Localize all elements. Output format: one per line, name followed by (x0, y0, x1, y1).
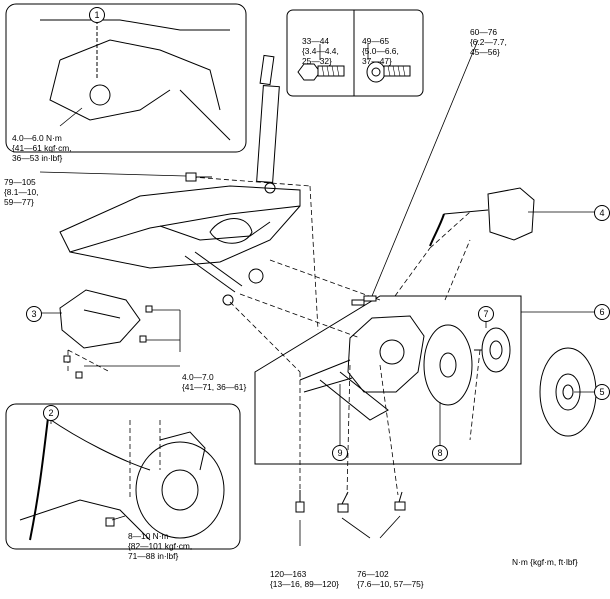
callout-9: 9 (332, 445, 348, 461)
knuckle-assembly-frame (254, 295, 522, 465)
callout-5: 5 (594, 384, 610, 400)
torque-splash-shield: 4.0—7.0{41—71, 36—61} (182, 372, 247, 392)
callout-1: 1 (89, 7, 105, 23)
bolt-icon-hex (297, 63, 345, 81)
torque-inset-1: 4.0—6.0 N·m{41—61 kgf·cm,36—53 in·lbf} (12, 133, 72, 163)
splash-shield (59, 289, 141, 349)
wheel-hub (474, 327, 511, 373)
inset-2-frame (5, 403, 241, 550)
bolt-trailing-arm (295, 490, 305, 513)
bolt-crossmember (185, 172, 212, 182)
torque-box-right: 49—65{5.0—6.6,37—47} (362, 36, 399, 66)
knuckle (299, 315, 425, 421)
bolt-icon-flange (366, 61, 411, 83)
shock-absorber (256, 54, 280, 194)
torque-top-right: 60—76{6.2—7.7,45—56} (470, 27, 507, 57)
units-note: N·m {kgf·m, ft·lbf} (512, 557, 578, 567)
bolt-knuckle-upper (351, 295, 377, 306)
callout-4: 4 (594, 205, 610, 221)
dust-cover (423, 324, 473, 406)
torque-bottom-left: 120—163{13—16, 89—120} (270, 569, 339, 589)
inset-2-drawing (19, 417, 225, 541)
bolt-lower-1 (337, 491, 349, 513)
diagram-drawing (5, 3, 597, 550)
callout-6: 6 (594, 304, 610, 320)
callout-2: 2 (43, 405, 59, 421)
brake-caliper (429, 187, 535, 247)
exploded-diagram: 1 2 3 4 5 6 7 8 9 4.0—6.0 N·m{41—61 kgf·… (4, 3, 610, 589)
torque-left-bolt: 79—105{8.1—10,59—77} (4, 177, 39, 207)
inset-1-frame (5, 3, 247, 153)
callout-3: 3 (26, 306, 42, 322)
crossmember (59, 185, 301, 306)
inset-1-drawing (40, 19, 231, 141)
callout-8: 8 (432, 445, 448, 461)
torque-inset-2: 8—10 N·m{82—101 kgf·cm,71—88 in·lbf} (128, 531, 193, 561)
bolt-spec-box (286, 9, 424, 97)
callout-7: 7 (478, 306, 494, 322)
torque-bottom-mid: 76—102{7.6—10, 57—75} (357, 569, 424, 589)
torque-box-left: 33—44{3.4—4.4,25—32} (302, 36, 339, 66)
bolt-lower-2 (394, 491, 406, 511)
